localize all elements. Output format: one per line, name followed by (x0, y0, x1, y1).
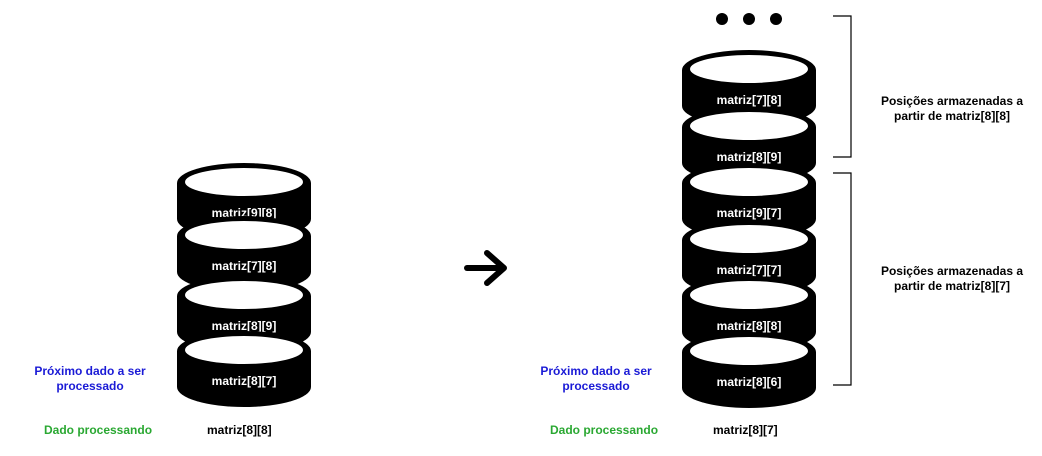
bracket-lower (833, 172, 852, 386)
right-stack: matriz[7][8] matriz[8][9] matriz[9][7] matr… (682, 50, 816, 408)
processing-value-left: matriz[8][8] (207, 423, 272, 437)
processing-label-right: Dado processando (550, 423, 659, 437)
disk-label: matriz[7][8] (212, 259, 277, 273)
processing-label-left: Dado processando (44, 423, 153, 437)
disk-label: matriz[7][8] (717, 93, 782, 107)
disk-label: matriz[7][7] (717, 263, 782, 277)
bracket-upper (833, 15, 852, 158)
disk-label: matriz[8][9] (717, 150, 782, 164)
disk-label: matriz[8][9] (212, 319, 277, 333)
left-stack: matriz[9][8] matriz[7][8] matriz[8][9] matr… (177, 163, 311, 407)
disk-label: matriz[9][8] (212, 206, 277, 220)
disk-label: matriz[8][6] (717, 375, 782, 389)
bracket-label-lower: Posições armazenadas a partir de matriz[… (880, 264, 1024, 293)
processing-value-right: matriz[8][7] (713, 423, 778, 437)
disk-left-1: matriz[7][8] (177, 216, 311, 292)
disk-right-5: matriz[8][6] (682, 332, 816, 408)
disk-label: matriz[8][7] (212, 374, 277, 388)
bracket-label-upper: Posições armazenadas a partir de matriz[… (880, 94, 1024, 123)
arrow-right-icon (464, 250, 507, 286)
disk-label: matriz[9][7] (717, 206, 782, 220)
next-data-label-left: Próximo dado a ser processado (34, 364, 146, 393)
next-data-label-right: Próximo dado a ser processado (540, 364, 652, 393)
disk-label: matriz[8][8] (717, 319, 782, 333)
ellipsis-dots (716, 13, 782, 25)
disk-left-3: matriz[8][7] (177, 331, 311, 407)
